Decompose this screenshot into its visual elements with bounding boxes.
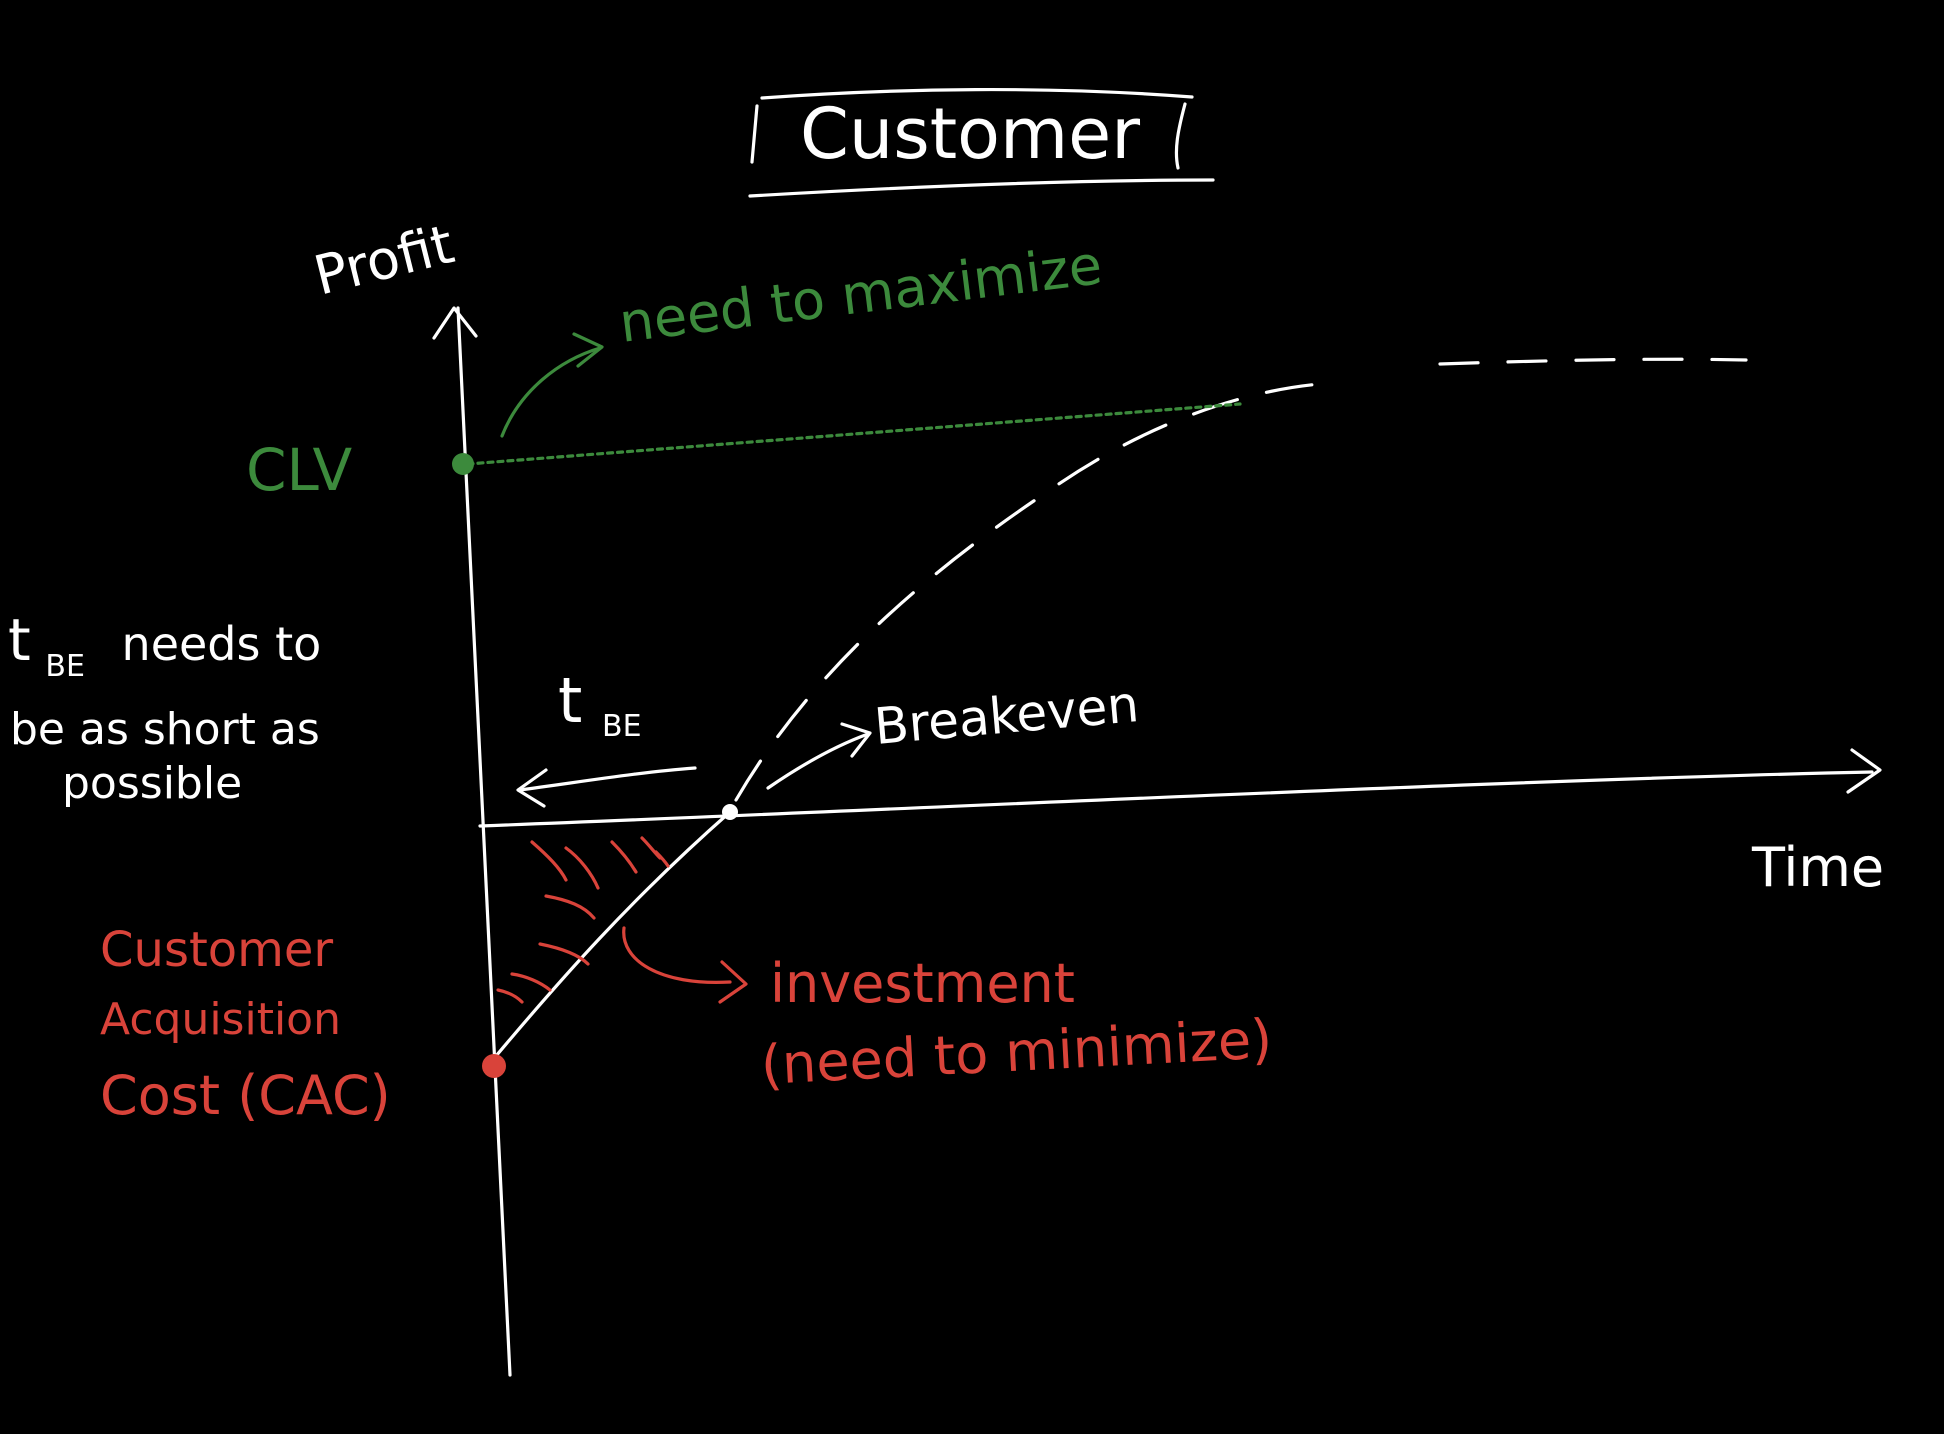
tbe-note-line-1: t BE needs to xyxy=(8,606,321,687)
clv-note-arrowhead xyxy=(572,332,604,368)
clv-label: CLV xyxy=(246,436,352,504)
tbe-label-sub: BE xyxy=(602,709,642,744)
tbe-arrowhead xyxy=(516,768,548,808)
investment-hatching xyxy=(496,836,670,1004)
profit-axis-label: Profit xyxy=(308,212,460,307)
tbe-note-line-2: be as short as xyxy=(10,704,320,755)
breakeven-point xyxy=(722,804,738,820)
breakeven-pointer xyxy=(766,722,872,790)
investment-label-line-2: (need to minimize) xyxy=(759,1007,1273,1097)
clv-group xyxy=(452,332,1242,475)
tbe-label: t BE xyxy=(558,664,642,744)
time-axis xyxy=(478,770,1874,828)
breakeven-arrowhead xyxy=(840,722,872,758)
clv-point xyxy=(452,453,474,475)
title-box: Customer xyxy=(748,87,1215,198)
clv-note-arrow xyxy=(500,346,602,438)
time-axis-arrowhead xyxy=(1846,748,1882,794)
breakeven-label: Breakeven xyxy=(872,675,1141,756)
profit-axis-arrowhead xyxy=(432,306,478,340)
cac-label-line-3: Cost (CAC) xyxy=(100,1064,391,1127)
tbe-note-main: t xyxy=(8,606,31,674)
clv-maximize-note: need to maximize xyxy=(616,233,1105,355)
cac-point xyxy=(482,1054,506,1078)
time-axis-label: Time xyxy=(1751,836,1884,899)
investment-arrowhead xyxy=(718,960,748,1004)
breakeven-arrow xyxy=(766,732,870,790)
profit-curve-dashed xyxy=(734,382,1322,802)
cac-group xyxy=(482,836,748,1078)
diagram-title: Customer xyxy=(800,93,1140,175)
clv-dotted-line xyxy=(466,402,1242,466)
profit-curve xyxy=(494,357,1748,1058)
profit-axis xyxy=(456,306,512,1377)
axes xyxy=(432,306,1882,1377)
profit-curve-solid xyxy=(494,810,732,1058)
investment-label-line-1: investment xyxy=(770,952,1075,1015)
tbe-note-sub: BE xyxy=(45,649,85,684)
investment-arrow xyxy=(622,926,732,985)
tbe-note-line-3: possible xyxy=(62,758,242,809)
cac-label-line-2: Acquisition xyxy=(100,994,341,1045)
tbe-span xyxy=(516,766,697,808)
tbe-note: t BE needs to be as short as possible xyxy=(8,606,321,809)
profit-curve-plateau xyxy=(1438,357,1748,366)
tbe-note-rest: needs to xyxy=(122,617,322,671)
tbe-arrow-line xyxy=(518,766,697,792)
tbe-label-main: t xyxy=(558,664,582,737)
cac-label-line-1: Customer xyxy=(100,922,333,978)
